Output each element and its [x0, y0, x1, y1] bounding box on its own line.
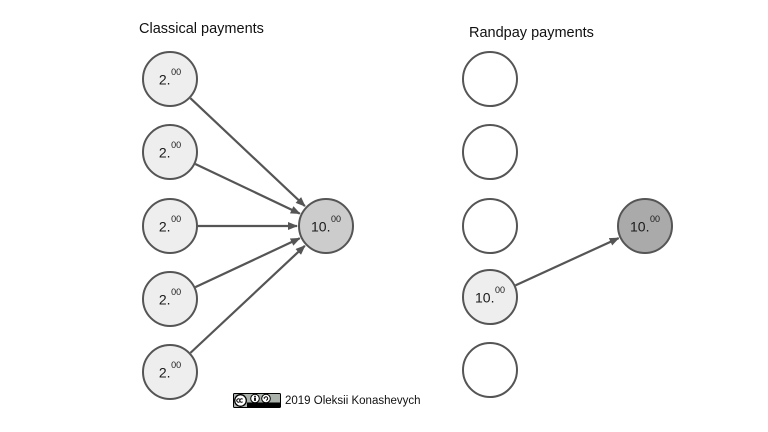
node-value: 2.00 — [158, 213, 182, 235]
randpay-target-node: 10.00 — [617, 198, 673, 254]
node-value: 2.00 — [158, 286, 182, 308]
payment-arrow — [194, 237, 301, 289]
payment-arrow — [194, 163, 301, 215]
payment-arrow — [514, 237, 620, 287]
classical-target-node: 10.00 — [298, 198, 354, 254]
randpay-source-node — [462, 198, 518, 254]
node-value: 10.00 — [475, 284, 505, 306]
node-value: 2.00 — [158, 359, 182, 381]
classical-payments-title: Classical payments — [139, 21, 264, 37]
node-value — [490, 362, 491, 379]
node-value — [490, 218, 491, 235]
classical-source-node: 2.00 — [142, 271, 198, 327]
node-value: 10.00 — [311, 213, 341, 235]
classical-source-node: 2.00 — [142, 124, 198, 180]
randpay-payments-title: Randpay payments — [469, 25, 594, 41]
node-value — [490, 144, 491, 161]
license-credit: 2019 Oleksii Konashevych — [233, 392, 421, 409]
node-value — [490, 71, 491, 88]
randpay-winning-source-node: 10.00 — [462, 269, 518, 325]
credit-text: 2019 Oleksii Konashevych — [285, 394, 421, 407]
payment-arrow — [189, 97, 306, 207]
cc-by-sa-badge-icon — [233, 393, 281, 408]
randpay-source-node — [462, 124, 518, 180]
classical-source-node: 2.00 — [142, 51, 198, 107]
randpay-source-node — [462, 342, 518, 398]
payment-arrow — [189, 245, 306, 354]
randpay-source-node — [462, 51, 518, 107]
node-value: 10.00 — [630, 213, 660, 235]
classical-source-node: 2.00 — [142, 344, 198, 400]
node-value: 2.00 — [158, 66, 182, 88]
node-value: 2.00 — [158, 139, 182, 161]
classical-source-node: 2.00 — [142, 198, 198, 254]
